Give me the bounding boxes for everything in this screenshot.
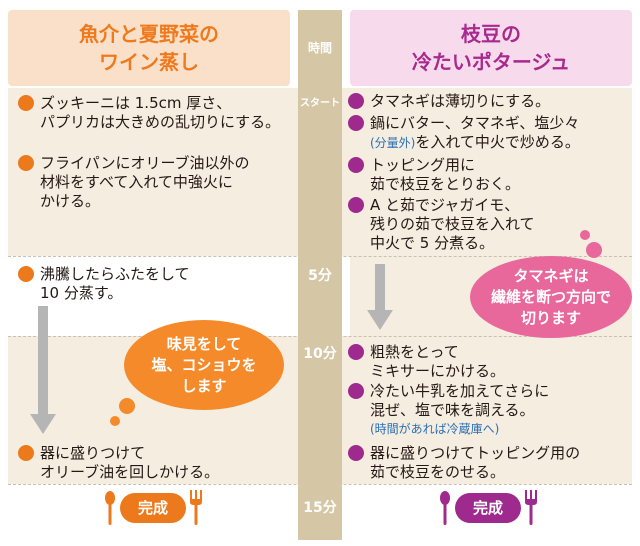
- purple-bullet-icon: [348, 344, 364, 360]
- thought-puff-medium: [119, 398, 135, 414]
- right-recipe-title: 枝豆の 冷たいポタージュ: [350, 10, 632, 86]
- left-title-line1: 魚介と夏野菜の: [79, 22, 219, 46]
- right-step-1: タマネギは薄切りにする。: [348, 92, 636, 111]
- spoon-icon: [105, 491, 115, 525]
- left-step-3: 沸騰したらふたをして 10 分蒸す。: [18, 265, 290, 303]
- thought-puff-small: [110, 416, 120, 426]
- spoon-icon: [440, 491, 450, 525]
- right-title-line1: 枝豆の: [461, 22, 521, 46]
- fork-icon: [525, 490, 537, 525]
- thought-puff-small: [580, 230, 590, 240]
- purple-bullet-icon: [348, 197, 364, 213]
- right-progress-arrow: [375, 264, 385, 312]
- left-done-badge: 完成: [120, 493, 186, 523]
- left-title-line2: ワイン蒸し: [99, 50, 199, 74]
- purple-bullet-icon: [348, 93, 364, 109]
- time-column: [298, 10, 342, 540]
- right-done-badge: 完成: [455, 493, 521, 523]
- right-step-5: 粗熱をとって ミキサーにかける。: [348, 343, 636, 381]
- left-progress-arrow: [38, 306, 48, 418]
- purple-bullet-icon: [348, 383, 364, 399]
- arrow-down-icon: [30, 414, 56, 434]
- orange-bullet-icon: [18, 155, 34, 171]
- left-step-4: 器に盛りつけて オリーブ油を回しかける。: [18, 444, 290, 482]
- time-header: 時間: [307, 41, 332, 55]
- left-step-2: フライパンにオリーブ油以外の 材料をすべて入れて中強火に かける。: [18, 154, 290, 211]
- right-title-line2: 冷たいポタージュ: [411, 50, 571, 74]
- right-step-6-note: (時間があれば冷蔵庫へ): [370, 422, 500, 436]
- time-15min: 15分: [303, 500, 337, 516]
- right-step-2: 鍋にバター、タマネギ、塩少々 (分量外)を入れて中火で炒める。: [348, 114, 636, 153]
- left-tip-bubble: 味見をして 塩、コショウを します: [124, 320, 284, 410]
- orange-bullet-icon: [18, 266, 34, 282]
- right-step-7: 器に盛りつけてトッピング用の 茹で枝豆をのせる。: [348, 444, 636, 482]
- time-5min: 5分: [308, 268, 332, 284]
- time-start: スタート: [300, 98, 340, 109]
- right-step-6: 冷たい牛乳を加えてさらに 混ぜ、塩で味を調える。 (時間があれば冷蔵庫へ): [348, 382, 636, 439]
- right-tip-bubble: タマネギは 繊維を断つ方向で 切ります: [470, 256, 632, 338]
- thought-puff-medium: [586, 242, 602, 258]
- fork-icon: [190, 490, 202, 525]
- purple-bullet-icon: [348, 115, 364, 131]
- right-step-2-note: (分量外): [370, 136, 416, 150]
- left-step-1: ズッキーニは 1.5cm 厚さ、 パプリカは大きめの乱切りにする。: [18, 94, 290, 132]
- time-10min: 10分: [303, 346, 337, 362]
- purple-bullet-icon: [348, 157, 364, 173]
- left-recipe-title: 魚介と夏野菜の ワイン蒸し: [8, 10, 290, 86]
- right-step-3: トッピング用に 茹で枝豆をとりおく。: [348, 156, 636, 194]
- orange-bullet-icon: [18, 95, 34, 111]
- right-step-4: A と茹でジャガイモ、 残りの茹で枝豆を入れて 中火で 5 分煮る。: [348, 196, 636, 253]
- orange-bullet-icon: [18, 445, 34, 461]
- purple-bullet-icon: [348, 445, 364, 461]
- arrow-down-icon: [367, 310, 393, 330]
